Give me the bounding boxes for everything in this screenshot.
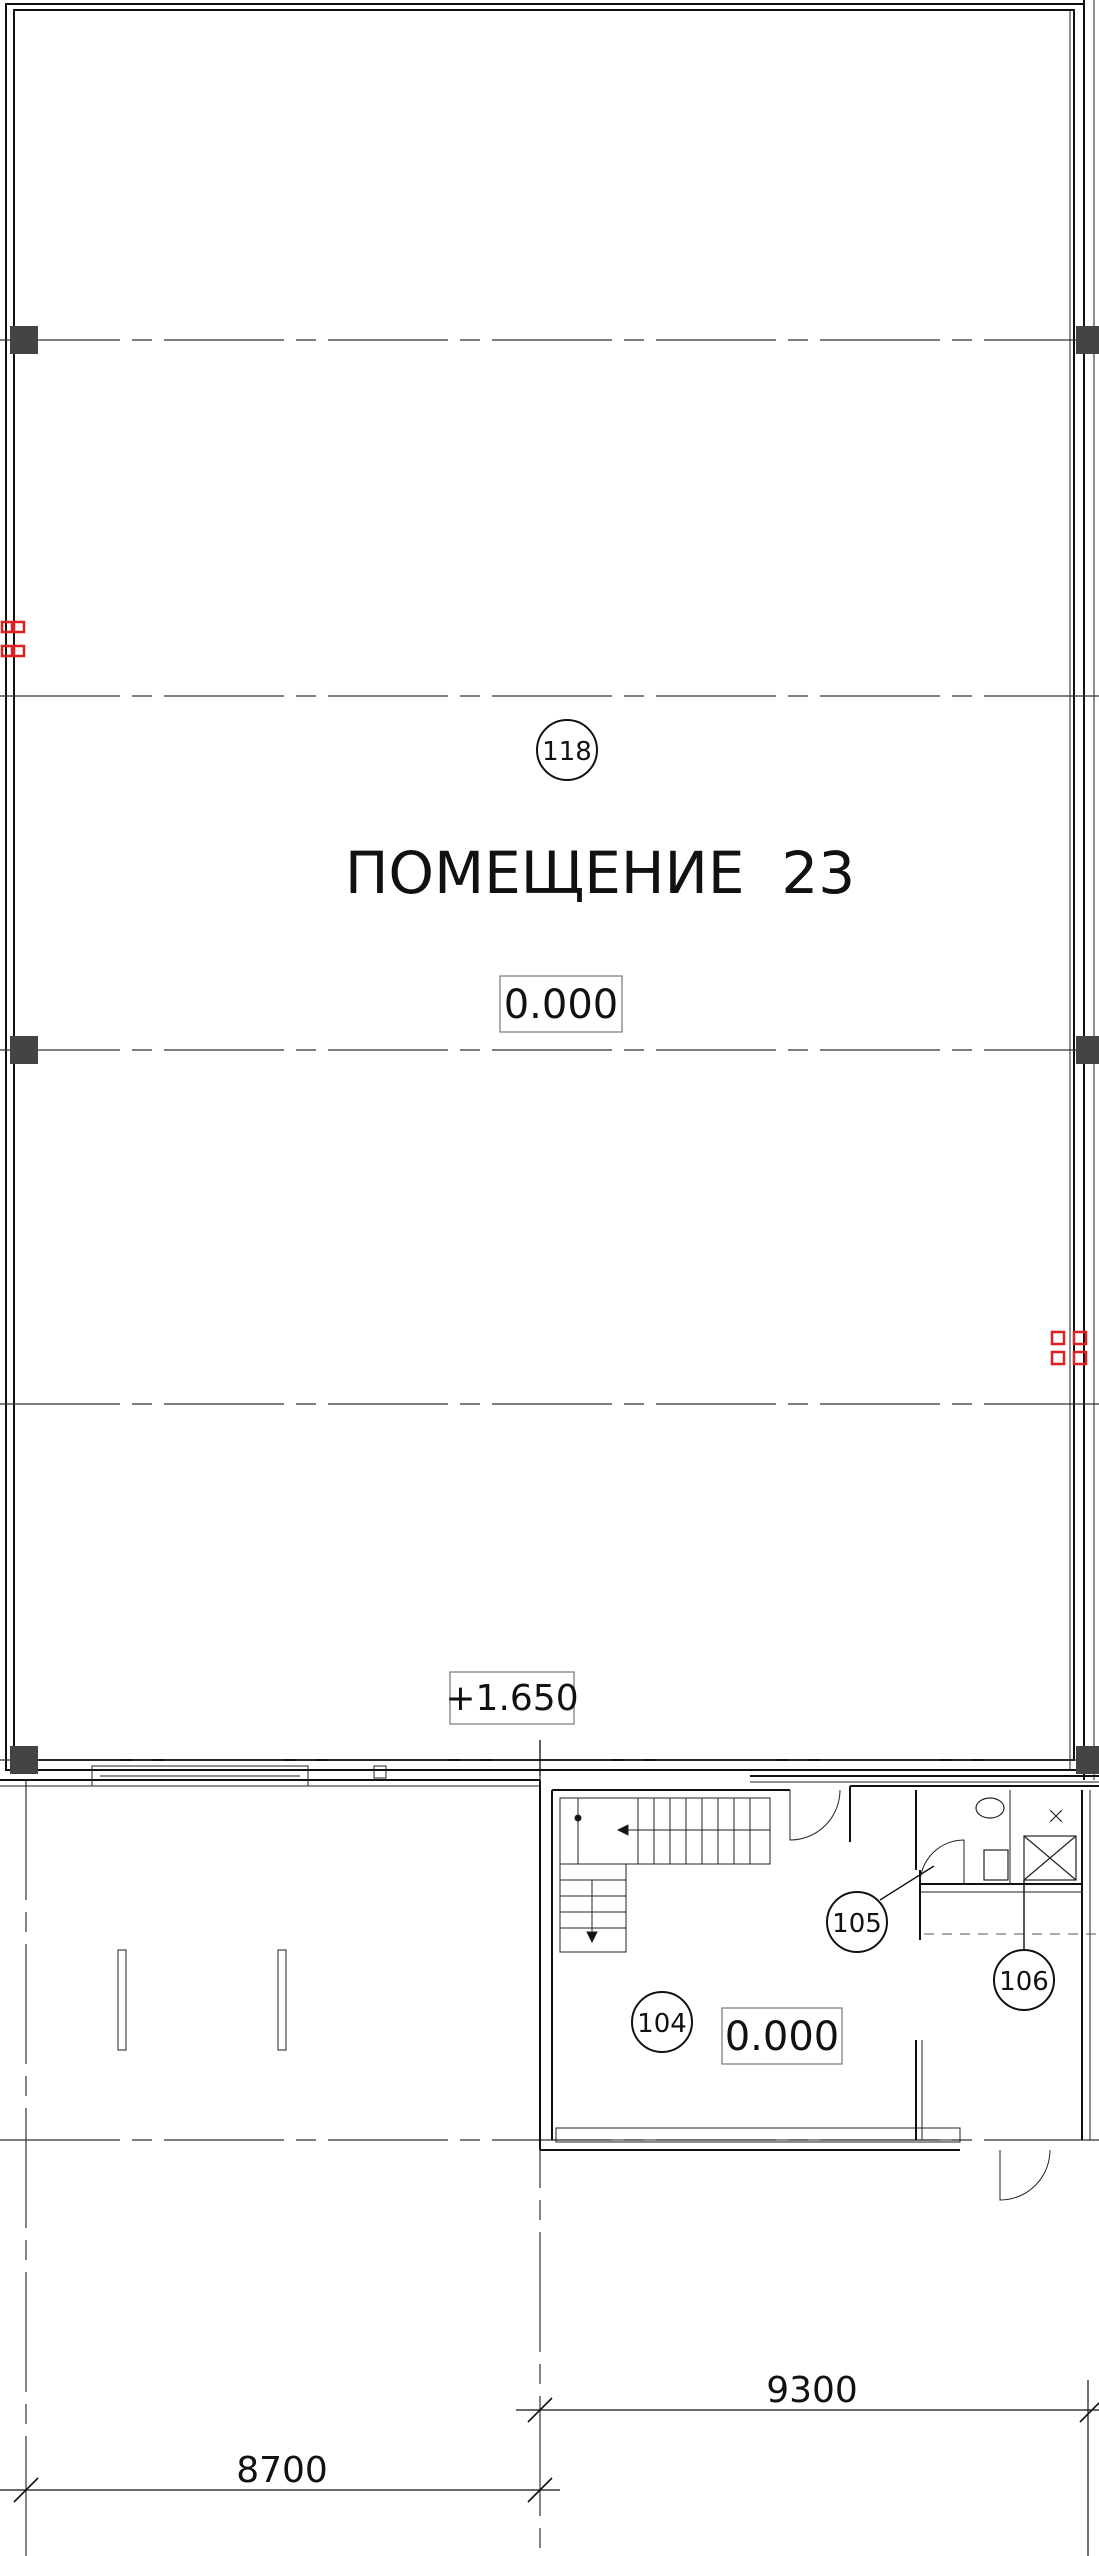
red-marker-left-a <box>0 620 14 634</box>
dimension-tick <box>527 2397 553 2423</box>
dimension-label-9300: 9300 <box>766 2370 858 2411</box>
exterior-door-swing <box>999 2149 1051 2201</box>
leader-lines <box>879 1865 1025 1950</box>
column-right-2 <box>1076 1036 1099 1064</box>
small-fixture-box <box>373 1765 387 1779</box>
tag-105-circle <box>826 1891 888 1953</box>
lower-window-frame <box>91 1765 309 1787</box>
radiator-icon-left <box>117 1949 127 2051</box>
stair-arrow-head <box>616 1824 629 1836</box>
leader-105 <box>879 1865 935 1901</box>
room104-level: 0.000 <box>725 2014 840 2060</box>
column-left-2 <box>10 1036 38 1064</box>
stair-start-dot <box>574 1814 582 1822</box>
column-right-1 <box>1076 326 1099 354</box>
entry-door-swing <box>789 1789 841 1841</box>
column-right-3 <box>1076 1746 1099 1774</box>
room105-door-swing <box>919 1839 965 1885</box>
room104-bottom-window <box>555 2127 961 2143</box>
shower-tray-diagonal <box>1023 1835 1077 1881</box>
dimension-tick <box>1079 2402 1099 2423</box>
grid-axes <box>0 339 1099 2556</box>
toilet-icon <box>975 1797 1005 1819</box>
main-room-level: 0.000 <box>504 982 619 1028</box>
radiators <box>117 1949 287 2051</box>
red-markers <box>0 620 1088 1366</box>
red-marker-right-d <box>1072 1350 1088 1366</box>
column-left-3 <box>10 1746 38 1774</box>
tag-105-label: 105 <box>832 1909 882 1939</box>
sink-icon <box>983 1849 1009 1881</box>
dimension-lines <box>0 2380 1099 2556</box>
bathroom-fixtures <box>975 1797 1077 1881</box>
room-tags <box>536 719 1055 2053</box>
stair-lower-flight <box>559 1863 627 1953</box>
main-level-box <box>499 975 623 1033</box>
radiator-icon-right <box>277 1949 287 2051</box>
dimension-label-8700: 8700 <box>236 2450 328 2491</box>
vent-icon <box>1049 1809 1063 1823</box>
doors <box>789 1789 1051 2201</box>
staircase <box>559 1797 771 1953</box>
red-marker-left-d <box>12 644 26 658</box>
stair-arrow-head-lower <box>586 1931 598 1944</box>
main-room-name: ПОМЕЩЕНИЕ 23 <box>345 839 855 907</box>
tag-118-circle <box>536 719 598 781</box>
tag-104-circle <box>631 1991 693 2053</box>
red-marker-right-b <box>1072 1330 1088 1346</box>
room104-level-box <box>721 2007 843 2065</box>
upper-level-label: +1.650 <box>445 1678 578 1719</box>
upper-level-box <box>449 1671 575 1725</box>
lower-walls <box>0 1765 1099 2151</box>
dimension-tick <box>527 2477 553 2503</box>
tag-106-label: 106 <box>999 1967 1049 1997</box>
dimension-tick <box>13 2477 39 2503</box>
red-marker-left-b <box>12 620 26 634</box>
red-marker-left-c <box>0 644 14 658</box>
columns <box>10 326 1099 1774</box>
column-left-1 <box>10 326 38 354</box>
tag-118-label: 118 <box>542 737 592 767</box>
shower-tray-icon <box>1023 1835 1077 1881</box>
stair-upper-flight <box>559 1797 771 1865</box>
red-marker-right-a <box>1050 1330 1066 1346</box>
tag-104-label: 104 <box>637 2009 687 2039</box>
red-marker-right-c <box>1050 1350 1066 1366</box>
